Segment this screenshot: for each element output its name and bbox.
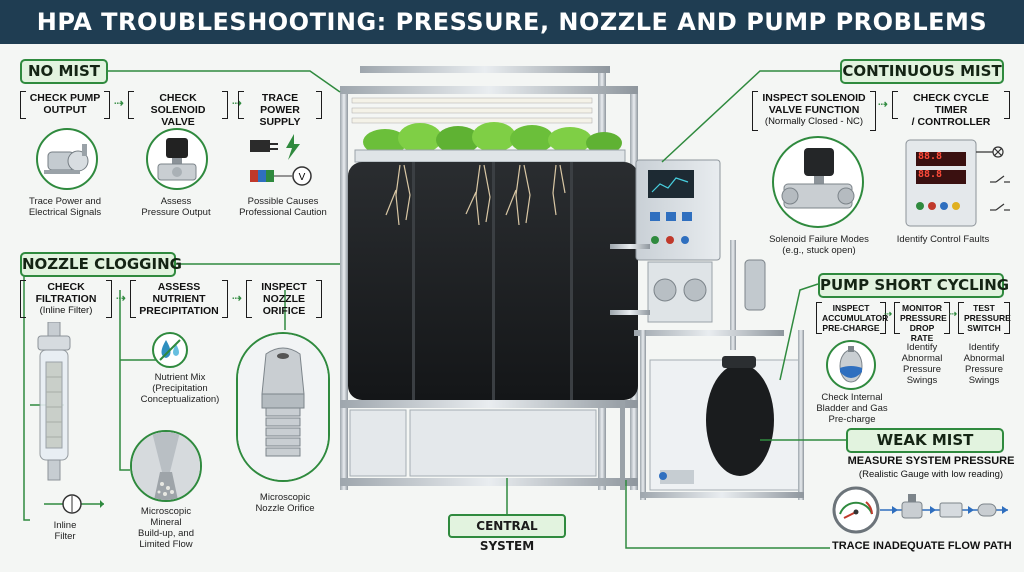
lettuce-plants bbox=[363, 122, 622, 155]
mineral-buildup-icon bbox=[130, 430, 202, 502]
caption-identify-control-faults: Identify Control Faults bbox=[896, 234, 990, 245]
pumps-and-piping bbox=[610, 240, 804, 500]
power-icons: V bbox=[248, 132, 318, 190]
flow-arrow: ⇢ bbox=[232, 291, 243, 305]
svg-text:V: V bbox=[299, 172, 306, 183]
title-bar: HPA TROUBLESHOOTING: PRESSURE, NOZZLE AN… bbox=[0, 0, 1024, 44]
weak-mist-flow-icons bbox=[830, 484, 1014, 536]
connector-lines bbox=[23, 70, 846, 549]
caption-mineral-buildup: Microscopic Mineral Build-up, and Limite… bbox=[138, 506, 194, 550]
section-heading-nozzle-clogging: NOZZLE CLOGGING bbox=[20, 252, 182, 277]
inline-filter-small-icon bbox=[44, 492, 104, 516]
step-monitor-pressure-drop: MONITOR PRESSURE DROP RATE bbox=[894, 302, 950, 343]
caption-identify-swings-switch: Identify Abnormal Pressure Swings bbox=[963, 342, 1005, 386]
fitting-icon bbox=[939, 502, 963, 518]
flow-arrow: ⇢ bbox=[114, 96, 125, 110]
central-system-label: CENTRAL SYSTEM bbox=[448, 514, 566, 553]
step-check-filtration: CHECK FILTRATION (Inline Filter) bbox=[20, 280, 112, 318]
step-test-pressure-switch: TEST PRESSURE SWITCH bbox=[958, 302, 1011, 334]
timer-controller-icon bbox=[904, 138, 1014, 230]
section-heading-continuous-mist: CONTINUOUS MIST bbox=[840, 59, 1004, 84]
nutrient-drop-icon bbox=[152, 332, 188, 368]
flow-arrow: ⇢ bbox=[232, 96, 243, 110]
section-heading-no-mist: NO MIST bbox=[20, 59, 108, 84]
controller-readout-bottom: 88.8 bbox=[918, 169, 943, 180]
step-inspect-accumulator: INSPECT ACCUMULATOR PRE-CHARGE bbox=[816, 302, 888, 334]
inline-filter-icon bbox=[32, 321, 76, 482]
caption-nozzle-orifice: Microscopic Nozzle Orifice bbox=[255, 492, 315, 514]
step-check-cycle-timer: CHECK CYCLE TIMER / CONTROLLER bbox=[892, 91, 1010, 128]
plug-icon bbox=[250, 140, 278, 152]
step-assess-nutrient-precipitation: ASSESS NUTRIENT PRECIPITATION bbox=[130, 280, 228, 318]
caption-check-internal-bladder: Check Internal Bladder and Gas Pre-charg… bbox=[816, 392, 888, 425]
section-heading-pump-short-cycling: PUMP SHORT CYCLING bbox=[818, 273, 1009, 298]
controller-readout-top: 88.8 bbox=[918, 151, 943, 162]
valve-icon bbox=[901, 494, 923, 519]
caption-trace-power: Trace Power and Electrical Signals bbox=[28, 196, 102, 218]
pump-icon bbox=[36, 128, 98, 190]
flow-arrow: ⇢ bbox=[949, 309, 958, 320]
wires-icon bbox=[250, 170, 292, 182]
caption-possible-causes: Possible Causes Professional Caution bbox=[239, 196, 327, 218]
step-inspect-nozzle-orifice: INSPECT NOZZLE ORIFICE bbox=[246, 280, 322, 318]
lightning-icon bbox=[286, 134, 300, 160]
caption-solenoid-failure: Solenoid Failure Modes (e.g., stuck open… bbox=[769, 234, 869, 256]
coupling-icon bbox=[977, 503, 997, 517]
caption-inline-filter: Inline Filter bbox=[53, 520, 77, 542]
caption-identify-swings-monitor: Identify Abnormal Pressure Swings bbox=[901, 342, 943, 386]
accumulator-tank-icon bbox=[826, 340, 876, 390]
step-inspect-solenoid-valve-function: INSPECT SOLENOID VALVE FUNCTION (Normall… bbox=[752, 91, 876, 131]
section-heading-weak-mist: WEAK MIST bbox=[846, 428, 1004, 453]
flow-arrow: ⇢ bbox=[884, 309, 893, 320]
step-check-pump-output: CHECK PUMP OUTPUT bbox=[20, 91, 110, 119]
root-chamber bbox=[348, 149, 638, 400]
trace-flow-path-label: TRACE INADEQUATE FLOW PATH bbox=[832, 540, 1012, 552]
caption-assess-pressure: Assess Pressure Output bbox=[141, 196, 211, 218]
solenoid-valve-icon bbox=[146, 128, 208, 190]
voltmeter-icon: V bbox=[292, 166, 312, 186]
step-check-solenoid-valve: CHECK SOLENOID VALVE bbox=[128, 91, 228, 128]
flow-arrow: ⇢ bbox=[116, 291, 127, 305]
nozzle-icon bbox=[236, 332, 330, 482]
solenoid-failure-icon bbox=[772, 136, 864, 228]
step-trace-power-supply: TRACE POWER SUPPLY bbox=[238, 91, 322, 128]
flow-arrow: ⇢ bbox=[878, 97, 889, 111]
pressure-gauge-icon bbox=[832, 486, 880, 534]
measure-system-pressure: MEASURE SYSTEM PRESSURE (Realistic Gauge… bbox=[847, 455, 1015, 480]
page-title: HPA TROUBLESHOOTING: PRESSURE, NOZZLE AN… bbox=[36, 8, 988, 36]
control-cabinet bbox=[635, 159, 721, 261]
caption-nutrient-mix: Nutrient Mix (Precipitation Conceptualiz… bbox=[140, 372, 220, 405]
